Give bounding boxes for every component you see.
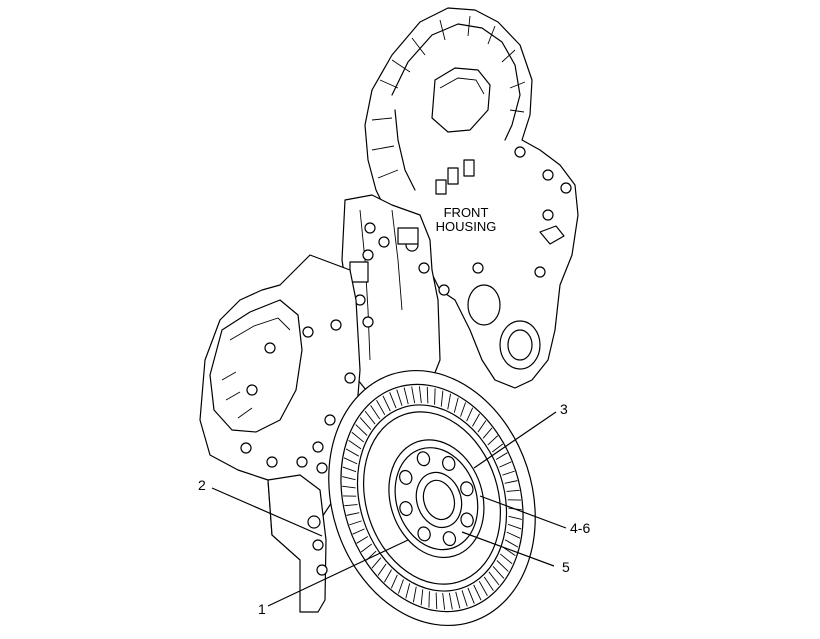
damper-fin <box>342 476 356 481</box>
damper-fin <box>507 523 522 530</box>
damper-fin <box>477 420 487 433</box>
damper-fin <box>499 553 513 565</box>
damper-fin <box>397 579 404 594</box>
damper-fin <box>342 485 356 489</box>
damper-fin <box>384 569 392 583</box>
damper-fins <box>342 386 522 610</box>
callout-4-6: 4-6 <box>570 520 590 536</box>
damper-fin <box>478 580 488 596</box>
damper-fin <box>491 443 504 453</box>
damper-fin <box>420 589 424 606</box>
damper-fin <box>482 427 493 439</box>
damper-fin <box>442 592 446 610</box>
leader-4-6 <box>479 495 567 529</box>
hub-bolt <box>399 469 413 485</box>
damper-fin <box>349 520 362 526</box>
callout-3: 3 <box>560 401 568 417</box>
hub-bolt <box>442 455 456 471</box>
damper-fin <box>483 576 494 591</box>
leader-5 <box>461 531 555 567</box>
damper-fin <box>492 566 505 579</box>
damper-fin <box>396 389 403 406</box>
damper-fin <box>360 543 373 553</box>
damper-fin <box>488 571 500 586</box>
damper-fin <box>342 495 357 497</box>
damper-fin <box>428 591 430 608</box>
hub-bolt <box>399 501 413 517</box>
damper-fin <box>495 452 508 460</box>
damper-fin <box>453 397 459 413</box>
damper-fin <box>351 431 365 443</box>
hub-bolt <box>460 512 474 528</box>
damper-fin <box>504 539 519 548</box>
damper-fin <box>473 584 482 601</box>
hub-bolts <box>399 451 474 547</box>
damper-fin <box>440 390 444 407</box>
damper-fin <box>343 457 358 465</box>
damper-fin <box>403 387 409 405</box>
damper-fin <box>359 417 372 430</box>
callout-1: 1 <box>258 601 266 617</box>
damper-fin <box>356 536 369 544</box>
damper-fin <box>504 480 518 484</box>
hub-bolt <box>417 526 431 542</box>
damper-fin <box>466 407 474 422</box>
damper-fin <box>389 392 397 409</box>
housing-label-line2: HOUSING <box>436 219 497 234</box>
damper-fin <box>390 574 398 589</box>
damper-fin <box>455 591 461 609</box>
damper-fin <box>506 531 521 539</box>
callout-5: 5 <box>562 559 570 575</box>
leader-1 <box>267 539 409 607</box>
damper-fin <box>377 563 387 576</box>
damper-fin <box>346 512 360 516</box>
damper-wheel <box>328 369 536 627</box>
leader-3 <box>473 411 557 469</box>
hub-bolt <box>460 481 474 497</box>
damper-fin <box>506 489 520 492</box>
hub-bolt <box>416 451 431 467</box>
damper-fin <box>426 386 429 404</box>
damper-fin <box>418 386 422 404</box>
damper-fin <box>487 435 499 446</box>
damper-fin <box>412 586 417 603</box>
damper-fin <box>472 413 480 427</box>
front-housing <box>364 7 579 389</box>
damper-fin <box>411 386 416 404</box>
damper-fin <box>460 402 467 417</box>
callout-2: 2 <box>198 477 206 493</box>
damper-fin <box>364 410 376 425</box>
damper-fin <box>467 587 475 604</box>
damper-fin <box>344 504 358 507</box>
damper-fin <box>499 461 512 468</box>
damper-fin <box>348 439 362 450</box>
left-cover <box>199 254 361 613</box>
leader-2 <box>211 487 323 537</box>
damper-fin <box>405 583 411 599</box>
damper-fin <box>508 515 522 520</box>
damper-fin <box>355 424 368 436</box>
damper-fin <box>371 557 382 569</box>
engine-block <box>341 194 441 396</box>
damper-fin <box>434 388 436 405</box>
damper-fin <box>376 400 386 416</box>
damper-fin <box>502 470 515 476</box>
damper-fin <box>496 560 509 572</box>
damper-fin <box>342 466 357 473</box>
damper-fin <box>352 528 365 535</box>
damper-fin <box>435 592 438 610</box>
damper-fin <box>370 405 381 420</box>
damper-fin <box>382 395 391 412</box>
damper-fin <box>447 393 452 410</box>
housing-label-line1: FRONT <box>444 205 489 220</box>
damper-fin <box>507 499 522 501</box>
damper-fin <box>448 592 453 610</box>
leader-lines <box>211 411 567 607</box>
hub-bolt <box>442 531 457 547</box>
damper-fin <box>345 448 360 457</box>
damper-fin <box>461 590 468 607</box>
